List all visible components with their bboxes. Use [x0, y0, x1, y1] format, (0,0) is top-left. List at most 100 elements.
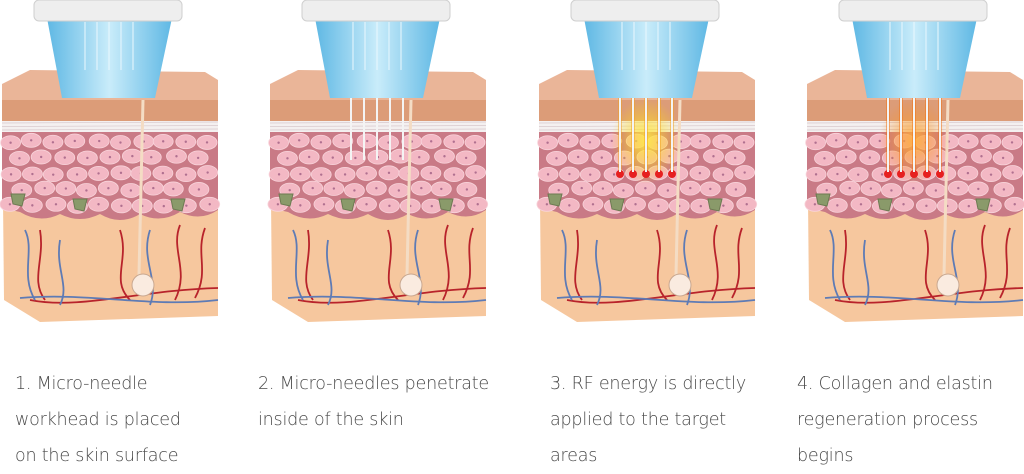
cell-nucleus [1010, 141, 1014, 144]
cell-nucleus [869, 187, 873, 190]
cell-nucleus [977, 187, 980, 191]
caption-line: inside of the skin [258, 410, 404, 430]
melanocyte [815, 193, 831, 207]
cell-nucleus [836, 172, 839, 176]
cell-nucleus [297, 139, 301, 142]
cell-nucleus [848, 186, 851, 190]
cell-nucleus [161, 140, 165, 143]
cell-nucleus [430, 204, 433, 208]
cells [267, 132, 489, 214]
cell-nucleus [307, 155, 311, 159]
skin-panel-3 [536, 0, 758, 322]
artery-vessel [37, 229, 46, 301]
cell-nucleus [657, 204, 660, 208]
sweat-gland [399, 273, 423, 297]
cell-nucleus [465, 188, 469, 191]
artery-vessel [731, 227, 743, 299]
stratum-line [1, 128, 219, 131]
vein-vessel [414, 229, 422, 306]
cell-nucleus [967, 204, 970, 208]
cell-nucleus [689, 186, 692, 190]
cell-nucleus [86, 156, 89, 160]
cell-nucleus [388, 204, 391, 208]
cell-nucleus [546, 173, 550, 176]
cell-nucleus [119, 141, 122, 144]
vein-vessel [58, 239, 65, 306]
cell-nucleus [276, 203, 280, 206]
cell-nucleus [476, 203, 479, 206]
cell-nucleus [387, 171, 391, 175]
cell-nucleus [20, 188, 23, 192]
vein-vessel [829, 229, 841, 301]
cell-nucleus [443, 155, 446, 158]
cell-nucleus [18, 157, 21, 160]
artery-vessel [194, 227, 206, 299]
cell-nucleus [859, 203, 863, 206]
stratum-line [1, 121, 219, 124]
cell-nucleus [205, 141, 209, 144]
cell-nucleus [288, 188, 291, 192]
cell-nucleus [912, 186, 915, 190]
cell-nucleus [63, 156, 66, 159]
cell-nucleus [277, 173, 281, 176]
cell-nucleus [299, 204, 302, 207]
cell-nucleus [813, 203, 817, 206]
energy-hotspot [910, 170, 918, 178]
cell-nucleus [568, 172, 571, 176]
vein-vessel [561, 229, 573, 301]
applicator-cap [570, 0, 720, 22]
cell-nucleus [354, 156, 357, 160]
energy-hotspot [655, 170, 663, 178]
cell-nucleus [322, 203, 326, 206]
applicator-cap [838, 0, 988, 22]
cell-nucleus [366, 139, 369, 143]
epidermis-cells-layer [2, 126, 218, 220]
cell-nucleus [452, 140, 455, 143]
cell-nucleus [184, 173, 188, 176]
step-caption-4: 4. Collagen and elastin regeneration pro… [797, 366, 993, 474]
melanocyte [340, 198, 356, 212]
vein-vessel [146, 229, 154, 306]
applicator-cap [33, 0, 183, 22]
energy-hotspot [629, 170, 637, 178]
hair-follicle [405, 99, 413, 276]
cell-nucleus [591, 203, 595, 206]
cell-nucleus [319, 141, 323, 144]
artery-vessel [119, 229, 131, 301]
melanocyte [10, 193, 26, 207]
cell-nucleus [825, 188, 828, 192]
artery-vessel [462, 227, 474, 299]
cell-nucleus [545, 203, 549, 206]
cell-nucleus [31, 172, 34, 176]
energy-hotspot [668, 170, 676, 178]
caption-line: 3. RF energy is directly [550, 374, 746, 394]
vein-vessel [556, 295, 756, 304]
cell-nucleus [162, 204, 165, 208]
cell-nucleus [353, 189, 356, 192]
cell-nucleus [51, 141, 55, 144]
artery-vessel [656, 229, 668, 301]
cell-nucleus [29, 139, 33, 142]
cell-nucleus [206, 171, 209, 174]
vein-vessel [863, 239, 870, 306]
cell-nucleus [989, 173, 993, 176]
cell-nucleus [902, 203, 905, 206]
cell-nucleus [343, 173, 347, 176]
diagram-illustrations [0, 0, 1024, 322]
cell-nucleus [722, 204, 725, 207]
hair-follicle [137, 99, 145, 276]
cell-nucleus [375, 186, 378, 190]
epidermis-cells-layer [270, 126, 486, 220]
cell-nucleus [934, 189, 938, 192]
cell-nucleus [955, 156, 958, 159]
cell-nucleus [332, 187, 336, 190]
artery-vessel [999, 227, 1011, 299]
cell-nucleus [440, 187, 443, 191]
melanocyte [278, 193, 294, 207]
cell-nucleus [452, 173, 456, 176]
artery-vessel [842, 229, 851, 301]
energy-hotspot [897, 170, 905, 178]
cell-nucleus [990, 204, 993, 207]
cell-nucleus [9, 141, 12, 144]
melanocyte [877, 198, 893, 212]
